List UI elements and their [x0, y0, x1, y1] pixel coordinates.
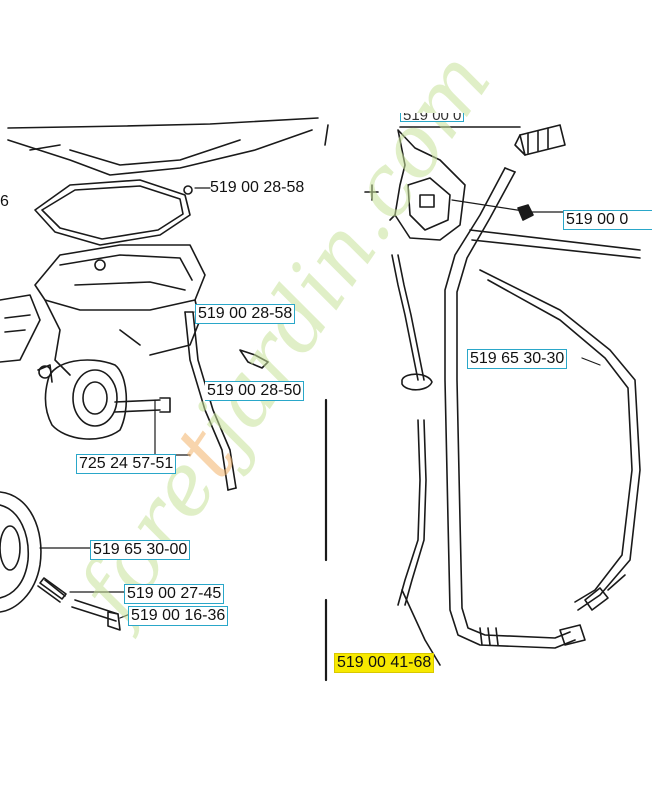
separator [324, 124, 329, 682]
handle-clamp [364, 129, 466, 241]
hopper-cover [7, 117, 319, 176]
handle-frame [444, 167, 641, 649]
housing [0, 244, 206, 376]
part-number-label: 519 00 28-50 [205, 381, 305, 401]
cut-off-label: 519 00 0 [400, 113, 465, 122]
gasket [34, 179, 193, 246]
part-number-label: 519 00 16-36 [128, 606, 229, 626]
part-number-label: 519 00 28-58 [195, 304, 296, 324]
highlighted-part-number: 519 00 41-68 [334, 653, 435, 673]
part-number-label: 519 65 30-30 [467, 349, 568, 369]
control-rod-left [184, 311, 269, 491]
gearbox [37, 359, 171, 440]
leader-lines-right [451, 199, 601, 366]
bolts [37, 577, 121, 631]
pulley [0, 491, 42, 613]
nut [517, 204, 534, 221]
part-number-label: 519 00 27-45 [124, 584, 225, 604]
part-number-label: 519 00 28-58 [210, 179, 305, 196]
part-number-label: 519 00 0 [563, 210, 652, 230]
hand-grip [399, 124, 566, 156]
part-number-label: 725 24 57-51 [76, 454, 177, 474]
part-number-label: 519 65 30-00 [90, 540, 191, 560]
control-cable [391, 254, 441, 666]
edge-text: 6 [0, 193, 9, 210]
